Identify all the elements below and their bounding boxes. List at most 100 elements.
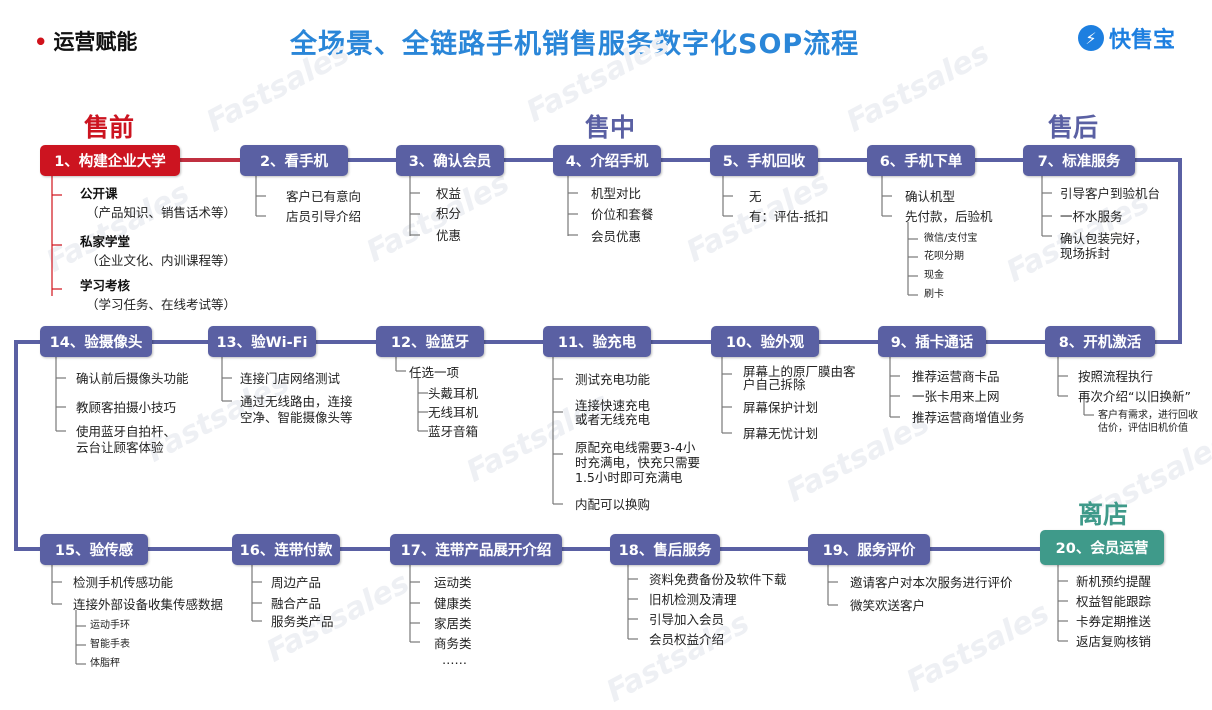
step-10-item: 屏幕上的原厂膜由客 (743, 364, 856, 379)
step-3-item: 权益 (436, 186, 462, 201)
lightning-icon: ⚡ (1078, 25, 1104, 51)
step-19-service-rating: 19、服务评价 (808, 534, 930, 565)
step-16-item: 融合产品 (271, 596, 322, 611)
step-3-item: 优惠 (436, 228, 462, 243)
step-14-item: 云台让顾客体验 (76, 440, 164, 455)
flow-line (14, 340, 40, 551)
step-20-item: 权益智能跟踪 (1076, 594, 1152, 609)
step-13-check-wifi: 13、验Wi-Fi (208, 326, 316, 357)
step-17-item: 家居类 (434, 616, 472, 631)
step-10-item: 屏幕无忧计划 (743, 426, 819, 441)
step-9-item: 一张卡用来上网 (912, 389, 1000, 404)
step-14-check-camera: 14、验摄像头 (40, 326, 152, 357)
phase-in-sale: 售中 (585, 113, 636, 142)
step-8-item: 按照流程执行 (1078, 369, 1154, 384)
step-9-item: 推荐运营商增值业务 (912, 410, 1025, 425)
step-15-device: 运动手环 (90, 620, 130, 631)
step-1-item: 私家学堂 (80, 234, 131, 249)
step-1-item: 公开课 (80, 186, 118, 201)
step-7-standard-service: 7、标准服务 (1023, 145, 1135, 176)
brand-name: 快售宝 (1109, 28, 1176, 53)
step-12-check-bluetooth: 12、验蓝牙 (376, 326, 484, 357)
phase-pre-sale: 售前 (84, 113, 135, 142)
step-7-item: 引导客户到验机台 (1060, 186, 1161, 201)
step-5-item: 有：评估-抵扣 (749, 209, 829, 224)
step-4-introduce-phone: 4、介绍手机 (553, 145, 661, 176)
step-6-place-order: 6、手机下单 (867, 145, 975, 176)
step-1-build-university: 1、构建企业大学 (40, 145, 180, 176)
step-11-item: 时充满电，快充只需要 (575, 455, 701, 470)
step-10-item: 屏幕保护计划 (743, 400, 819, 415)
step-16-bundled-payment: 16、连带付款 (232, 534, 340, 565)
step-13-item: 通过无线路由，连接 (240, 394, 353, 409)
section-label: •运营赋能 (34, 26, 137, 56)
step-10-item: 户自己拆除 (743, 377, 806, 392)
step-11-item: 或者无线充电 (575, 412, 651, 427)
step-8-power-on-activate: 8、开机激活 (1045, 326, 1155, 357)
step-12-option: 头戴耳机 (428, 386, 479, 401)
step-4-item: 会员优惠 (591, 229, 642, 244)
step-15-device: 智能手表 (90, 639, 130, 650)
step-8-note: 估价，评估旧机价值 (1098, 423, 1188, 434)
step-18-item: 资料免费备份及软件下载 (649, 572, 787, 587)
step-20-item: 返店复购核销 (1076, 634, 1152, 649)
step-1-item: （学习任务、在线考试等） (86, 297, 237, 312)
step-6-item: 先付款，后验机 (905, 209, 993, 224)
step-2-item: 客户已有意向 (286, 189, 362, 204)
step-7-item: 一杯水服务 (1060, 209, 1123, 224)
step-15-device: 体脂秤 (90, 658, 120, 669)
step-18-item: 引导加入会员 (649, 612, 725, 627)
step-7-item: 现场拆封 (1060, 246, 1111, 261)
step-15-item: 检测手机传感功能 (73, 575, 174, 590)
step-11-item: 连接快速充电 (575, 398, 651, 413)
step-12-option: 无线耳机 (428, 405, 479, 420)
step-9-sim-call: 9、插卡通话 (878, 326, 986, 357)
step-4-item: 价位和套餐 (591, 207, 654, 222)
phase-leave-store: 离店 (1078, 500, 1129, 529)
step-3-item: 积分 (436, 206, 462, 221)
step-11-item: 原配充电线需要3-4小 (575, 440, 696, 455)
step-1-item: 学习考核 (80, 278, 131, 293)
bullet-icon: • (34, 30, 48, 54)
step-1-item: （产品知识、销售话术等） (86, 205, 237, 220)
step-16-item: 周边产品 (271, 575, 322, 590)
step-5-item: 无 (749, 189, 762, 204)
step-17-item: 运动类 (434, 575, 472, 590)
step-12-item: 任选一项 (409, 365, 460, 380)
step-6-payment-option: 现金 (924, 270, 944, 281)
step-8-note: 客户有需求，进行回收 (1098, 410, 1198, 421)
step-6-payment-option: 刷卡 (924, 289, 944, 300)
step-11-item: 1.5小时即可充满电 (575, 470, 683, 485)
step-15-check-sensors: 15、验传感 (40, 534, 148, 565)
step-4-item: 机型对比 (591, 186, 642, 201)
step-17-item: 商务类 (434, 636, 472, 651)
step-14-item: 使用蓝牙自拍杆、 (76, 424, 177, 439)
brand-logo: ⚡ 快售宝 (1078, 22, 1175, 54)
step-20-item: 卡券定期推送 (1076, 614, 1152, 629)
step-9-item: 推荐运营商卡品 (912, 369, 1000, 384)
step-11-check-charging: 11、验充电 (543, 326, 651, 357)
step-14-item: 教顾客拍摄小技巧 (76, 400, 177, 415)
step-19-item: 微笑欢送客户 (850, 598, 926, 613)
step-11-item: 测试充电功能 (575, 372, 651, 387)
step-13-item: 空净、智能摄像头等 (240, 410, 353, 425)
step-6-item: 确认机型 (905, 189, 956, 204)
step-1-item: （企业文化、内训课程等） (86, 253, 237, 268)
step-14-item: 确认前后摄像头功能 (76, 371, 189, 386)
step-6-payment-option: 花呗分期 (924, 251, 964, 262)
step-2-item: 店员引导介绍 (286, 209, 362, 224)
step-11-item: 内配可以换购 (575, 497, 651, 512)
step-13-item: 连接门店网络测试 (240, 371, 341, 386)
step-10-check-appearance: 10、验外观 (711, 326, 819, 357)
step-6-payment-option: 微信/支付宝 (924, 233, 978, 244)
flow-line (348, 158, 1182, 344)
step-17-bundled-products: 17、连带产品展开介绍 (390, 534, 562, 565)
step-7-item: 确认包装完好， (1060, 231, 1148, 246)
step-20-member-operation: 20、会员运营 (1040, 530, 1164, 565)
step-18-after-sales: 18、售后服务 (610, 534, 720, 565)
step-17-item: …… (442, 652, 467, 667)
page-title: 全场景、全链路手机销售服务数字化SOP流程 (290, 29, 860, 60)
step-19-item: 邀请客户对本次服务进行评价 (850, 575, 1013, 590)
step-2-view-phone: 2、看手机 (240, 145, 348, 176)
step-18-item: 会员权益介绍 (649, 632, 725, 647)
